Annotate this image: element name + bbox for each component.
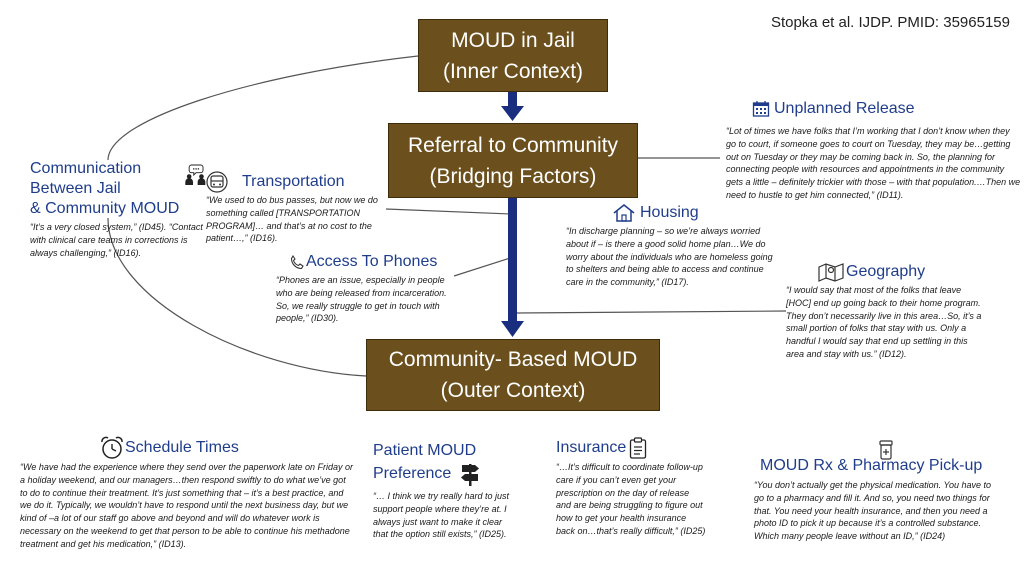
unplanned-release-quote: “Lot of times we have folks that I’m wor… xyxy=(726,126,1021,200)
housing-quote: “In discharge planning – so we’re always… xyxy=(566,226,773,288)
factor-unplanned-release: Unplanned Release “Lot of times we have … xyxy=(726,99,1022,202)
factor-moud-rx-pharmacy: MOUD Rx & Pharmacy Pick-up “You don’t ac… xyxy=(754,440,1000,543)
preference-quote: “… I think we try really hard to just su… xyxy=(373,491,510,540)
bridging-factors-line2: (Bridging Factors) xyxy=(429,164,597,188)
phones-title: Access To Phones xyxy=(306,253,438,270)
alarm-clock-icon xyxy=(101,436,123,459)
housing-title: Housing xyxy=(640,204,699,221)
communication-title-line3: & Community MOUD xyxy=(30,200,180,217)
house-icon xyxy=(613,204,635,222)
map-icon xyxy=(818,263,844,282)
transportation-quote: “We used to do bus passes, but now we do… xyxy=(206,195,378,244)
insurance-quote: “…It’s difficult to coordinate follow-up… xyxy=(556,462,706,536)
preference-title-line1: Patient MOUD xyxy=(373,442,477,459)
people-speech-icon xyxy=(185,164,206,186)
moud-rx-title: MOUD Rx & Pharmacy Pick-up xyxy=(760,457,983,474)
communication-quote: “It’s a very closed system,” (ID45). “Co… xyxy=(30,222,203,258)
citation: Stopka et al. IJDP. PMID: 35965159 xyxy=(770,14,1010,31)
inner-context-line1: MOUD in Jail xyxy=(451,28,575,52)
communication-title-line2: Between Jail xyxy=(30,180,121,197)
arrow-bridging-to-outer xyxy=(501,198,524,337)
factor-schedule-times: Schedule Times “We have had the experien… xyxy=(20,436,354,551)
arrow-inner-to-bridging xyxy=(501,92,524,121)
geography-title: Geography xyxy=(846,263,926,280)
schedule-quote: “We have had the experience where they s… xyxy=(20,462,354,549)
phone-icon xyxy=(290,255,304,269)
geography-quote: “I would say that most of the folks that… xyxy=(786,285,982,359)
connector-phones xyxy=(453,257,511,277)
outer-context-line1: Community- Based MOUD xyxy=(388,348,638,371)
factor-geography: Geography “I would say that most of the … xyxy=(786,262,986,361)
phones-quote: “Phones are an issue, especially in peop… xyxy=(276,275,447,324)
connector-geography xyxy=(515,310,787,314)
bridging-factors-box: Referral to Community (Bridging Factors) xyxy=(388,123,638,198)
factor-communication: Communication Between Jail & Community M… xyxy=(30,159,208,259)
inner-context-box: MOUD in Jail (Inner Context) xyxy=(418,19,608,92)
bridging-factors-line1: Referral to Community xyxy=(407,133,619,157)
pill-bottle-icon xyxy=(879,440,893,460)
clipboard-icon xyxy=(630,437,647,459)
signpost-icon xyxy=(461,464,480,486)
unplanned-release-title: Unplanned Release xyxy=(774,100,915,117)
factor-patient-preference: Patient MOUD Preference “… I think we tr… xyxy=(373,440,513,541)
moud-rx-quote: “You don’t actually get the physical med… xyxy=(754,480,991,542)
connector-communication-outer xyxy=(107,217,367,377)
inner-context-line2: (Inner Context) xyxy=(442,59,584,83)
connector-transportation xyxy=(385,208,511,215)
outer-context-box: Community- Based MOUD (Outer Context) xyxy=(366,339,660,411)
factor-transportation: Transportation “We used to do bus passes… xyxy=(206,171,386,245)
communication-title-line1: Communication xyxy=(30,160,142,177)
bus-icon xyxy=(206,171,228,193)
preference-title-line2: Preference xyxy=(373,465,452,482)
outer-context-line2: (Outer Context) xyxy=(440,379,586,402)
factor-housing: Housing “In discharge planning – so we’r… xyxy=(566,203,782,289)
factor-insurance: Insurance “…It’s difficult to coordinate… xyxy=(556,437,706,538)
calendar-icon xyxy=(752,101,770,117)
insurance-title: Insurance xyxy=(556,439,627,456)
schedule-title: Schedule Times xyxy=(125,439,239,456)
connector-communication-jail xyxy=(107,55,419,161)
transportation-title: Transportation xyxy=(242,173,345,190)
factor-access-to-phones: Access To Phones “Phones are an issue, e… xyxy=(276,252,460,325)
